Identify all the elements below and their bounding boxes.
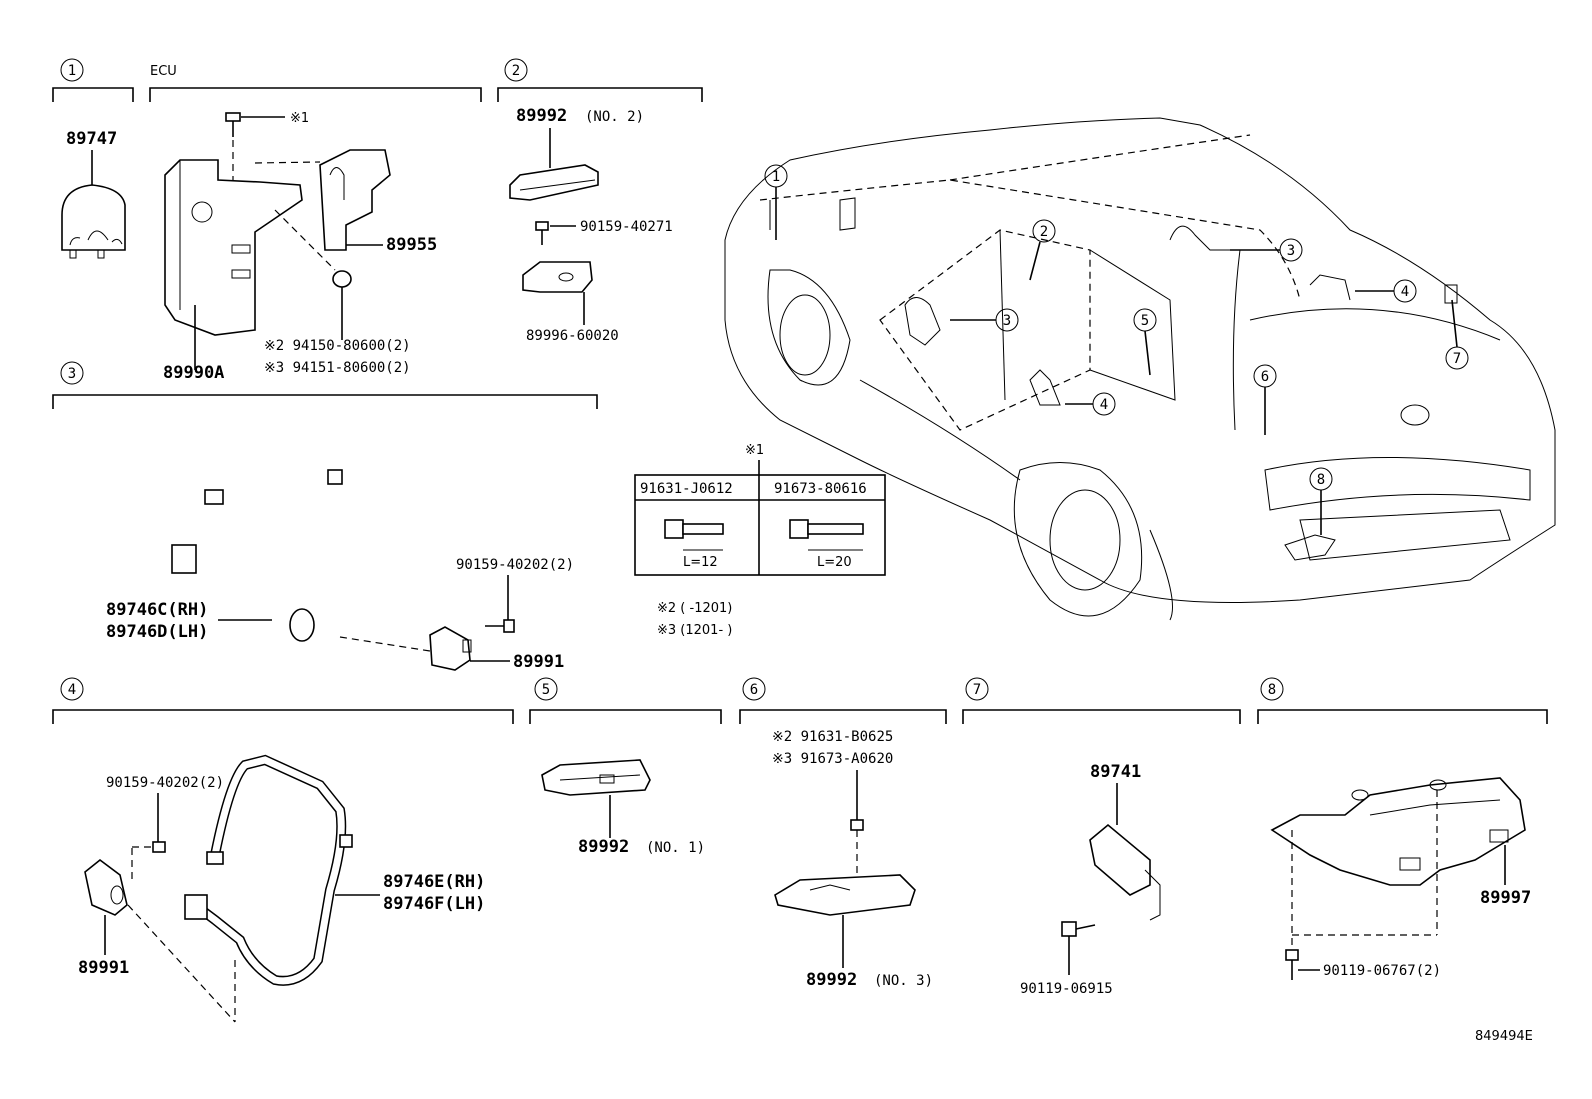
bolt-len2: L=20 bbox=[817, 555, 852, 570]
part-89992-no3: ※2 91631-B0625 ※3 91673-A0620 89992 (NO.… bbox=[772, 729, 933, 990]
label-89992-no3: 89992 bbox=[806, 970, 857, 990]
label-89746c: 89746C(RH) bbox=[106, 600, 208, 620]
label-89991-a: 89991 bbox=[513, 652, 564, 672]
label-89746f: 89746F(LH) bbox=[383, 894, 485, 914]
figure-id: 849494E bbox=[1475, 1029, 1533, 1044]
label-89992-no2: 89992 bbox=[516, 106, 567, 126]
car-callout-6: 6 bbox=[1261, 369, 1269, 385]
bolt-col1: 91631-J0612 bbox=[640, 481, 733, 497]
label-90159-40271: 90159-40271 bbox=[580, 219, 673, 235]
car-callout-5: 5 bbox=[1141, 313, 1149, 329]
section-6-header: 6 bbox=[739, 677, 947, 724]
grommet-94150: ※2 94150-80600(2) ※3 94151-80600(2) bbox=[264, 209, 411, 376]
car-callout-1: 1 bbox=[772, 169, 780, 185]
label-94150: ※2 94150-80600(2) bbox=[264, 338, 411, 354]
screw-90159-40202-b: 90159-40202(2) bbox=[106, 775, 224, 853]
screw-90159-40202-a: 90159-40202(2) bbox=[456, 557, 574, 633]
label-90119-06767: 90119-06767(2) bbox=[1323, 963, 1441, 979]
part-89997: 89997 90119-06767(2) bbox=[1270, 777, 1531, 980]
car-callout-3a: 3 bbox=[1003, 313, 1011, 329]
part-89991-b: 89991 bbox=[78, 848, 236, 1023]
label-89746e: 89746E(RH) bbox=[383, 872, 485, 892]
label-91673-a0620: ※3 91673-A0620 bbox=[772, 751, 893, 767]
label-89741: 89741 bbox=[1090, 762, 1141, 782]
section-3-header: 3 bbox=[52, 361, 598, 409]
label-89991-b: 89991 bbox=[78, 958, 129, 978]
section-8-header: 8 bbox=[1257, 677, 1548, 724]
note-s2: ※2 ( -1201) bbox=[657, 601, 732, 616]
section-5-number: 5 bbox=[542, 682, 550, 698]
section-3-number: 3 bbox=[68, 366, 76, 382]
bolt-len1: L=12 bbox=[683, 555, 718, 570]
car-callout-4a: 4 bbox=[1401, 284, 1409, 300]
car-callout-3b: 3 bbox=[1287, 243, 1295, 259]
label-94151: ※3 94151-80600(2) bbox=[264, 360, 411, 376]
car-callout-4b: 4 bbox=[1100, 397, 1108, 413]
bolt-table-title: ※1 bbox=[745, 443, 764, 458]
label-89990a: 89990A bbox=[163, 363, 224, 383]
section-2-header: 2 bbox=[497, 58, 703, 102]
section-8-number: 8 bbox=[1268, 682, 1276, 698]
bolt-table: ※1 91631-J0612 91673-80616 L=12 L=20 bbox=[634, 443, 886, 576]
label-90119-06915: 90119-06915 bbox=[1020, 981, 1113, 997]
section-6-number: 6 bbox=[750, 682, 758, 698]
label-89746d: 89746D(LH) bbox=[106, 622, 208, 642]
label-89992-no1: 89992 bbox=[578, 837, 629, 857]
part-89990a-ecu: 89990A bbox=[163, 159, 303, 383]
part-89992-no2: 89992 (NO. 2) bbox=[509, 106, 644, 201]
bolt-col2: 91673-80616 bbox=[774, 481, 867, 497]
part-89747: 89747 bbox=[61, 129, 126, 259]
part-89992-no1: 89992 (NO. 1) bbox=[541, 759, 705, 857]
section-2-number: 2 bbox=[512, 63, 520, 79]
screw-90159-40271: 90159-40271 bbox=[535, 219, 673, 245]
part-89746c-harness: 89746C(RH) 89746D(LH) bbox=[106, 408, 399, 670]
notes: ※2 ( -1201) ※3 (1201- ) bbox=[657, 601, 732, 638]
car-callout-7: 7 bbox=[1453, 351, 1461, 367]
section-4-header: 4 bbox=[52, 677, 514, 724]
section-1-number: 1 bbox=[68, 63, 76, 79]
section-7-header: 7 bbox=[962, 677, 1241, 724]
section-5-header: 5 bbox=[529, 677, 722, 724]
label-no2: (NO. 2) bbox=[585, 109, 644, 125]
screw-s1: ※1 bbox=[225, 111, 309, 180]
vehicle-illustration bbox=[724, 117, 1556, 621]
label-89747: 89747 bbox=[66, 129, 117, 149]
part-89996-bracket: 89996-60020 bbox=[522, 261, 619, 344]
note-s3: ※3 (1201- ) bbox=[657, 623, 732, 638]
part-89991-a: 89991 bbox=[339, 626, 564, 672]
label-91631-b0625: ※2 91631-B0625 bbox=[772, 729, 893, 745]
vehicle-callouts: 1 2 3 3 4 4 5 6 7 8 bbox=[764, 164, 1469, 561]
section-7-number: 7 bbox=[973, 682, 981, 698]
label-89997: 89997 bbox=[1480, 888, 1531, 908]
car-callout-8: 8 bbox=[1317, 472, 1325, 488]
section-4-number: 4 bbox=[68, 682, 76, 698]
section-1-header: 1 bbox=[52, 58, 134, 102]
label-no3: (NO. 3) bbox=[874, 973, 933, 989]
ecu-label: ECU bbox=[150, 64, 177, 79]
ecu-header: ECU bbox=[149, 64, 482, 102]
label-no1: (NO. 1) bbox=[646, 840, 705, 856]
part-89955-bracket: 89955 bbox=[254, 149, 437, 255]
label-89955: 89955 bbox=[386, 235, 437, 255]
part-89746e-harness: 89746E(RH) 89746F(LH) bbox=[184, 754, 485, 1022]
label-89996: 89996-60020 bbox=[526, 328, 619, 344]
car-callout-2: 2 bbox=[1040, 224, 1048, 240]
part-89741: 89741 90119-06915 bbox=[1020, 762, 1161, 997]
label-90159-40202-a: 90159-40202(2) bbox=[456, 557, 574, 573]
label-90159-40202-b: 90159-40202(2) bbox=[106, 775, 224, 791]
label-s1: ※1 bbox=[290, 111, 309, 126]
